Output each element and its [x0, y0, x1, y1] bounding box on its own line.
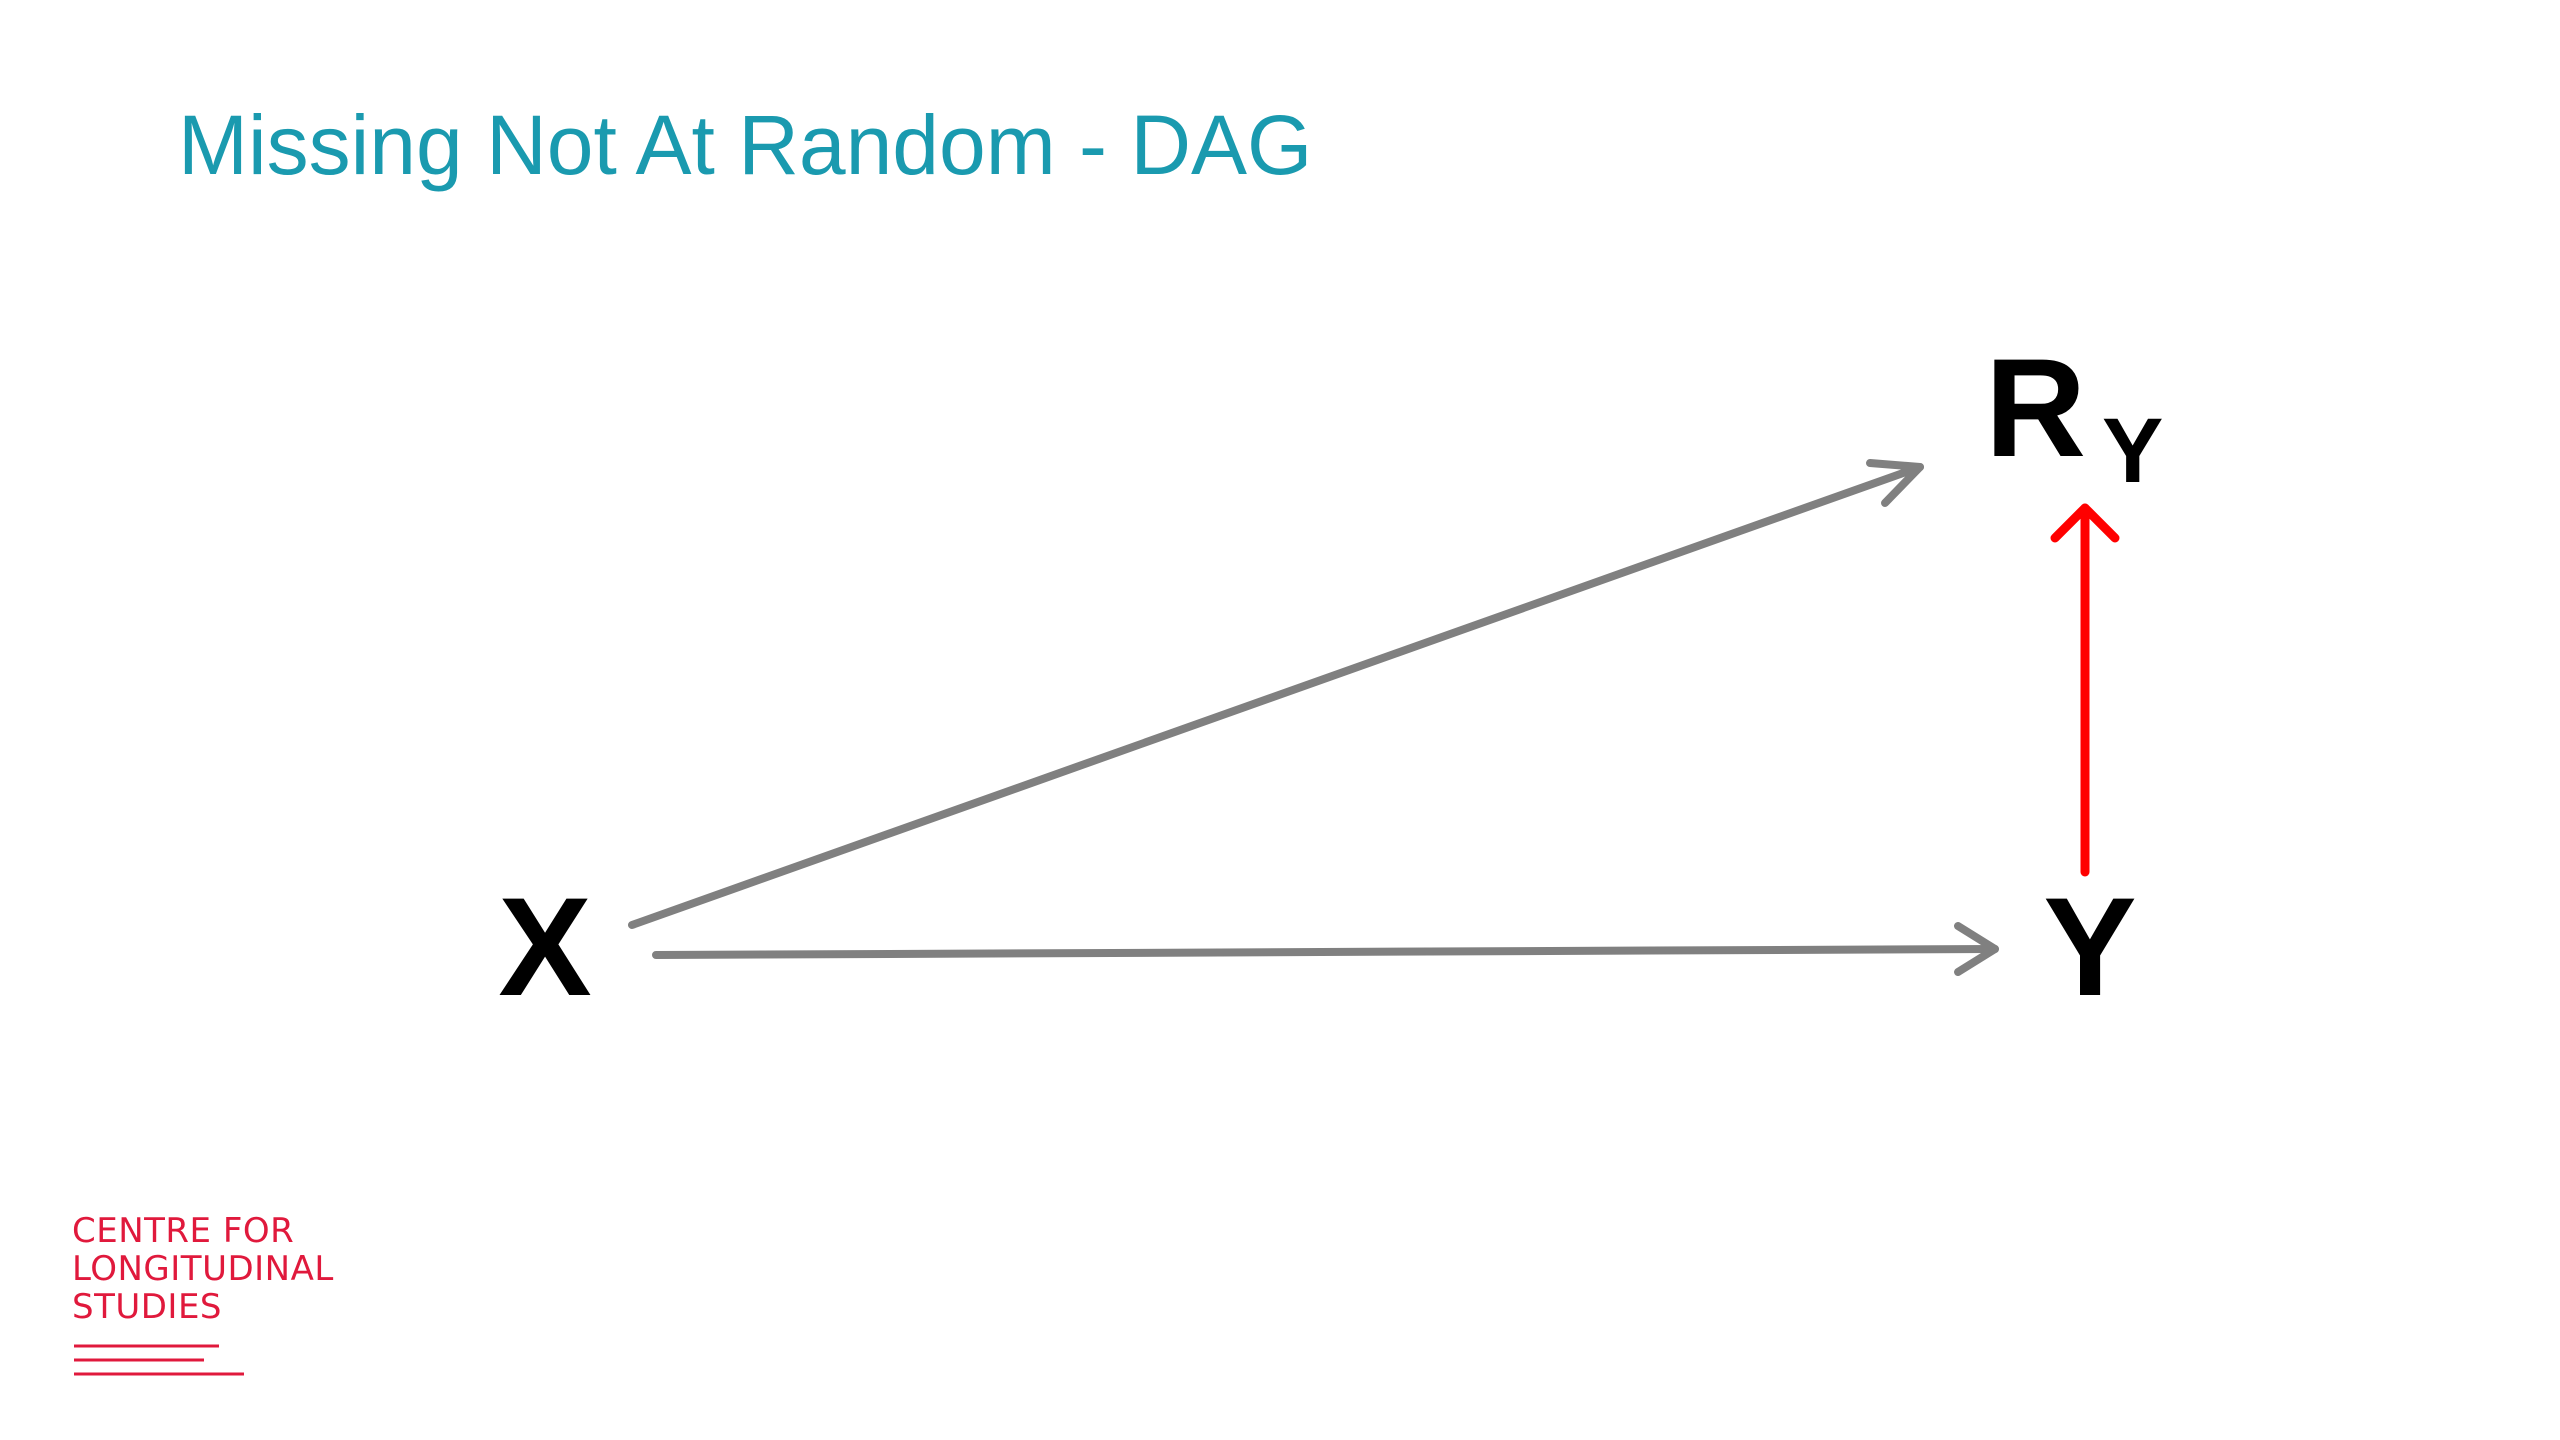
edge-x-to-ry	[632, 463, 1920, 925]
logo-rules-icon	[74, 1340, 324, 1380]
node-ry-label: R	[1985, 329, 2086, 486]
node-y-label: Y	[2043, 868, 2136, 1025]
node-x-label: X	[498, 868, 591, 1025]
logo-line-2: LONGITUDINAL	[72, 1250, 372, 1288]
edge-y-to-ry	[2055, 508, 2115, 872]
logo-line-3: STUDIES	[72, 1288, 372, 1326]
edge-x-to-y	[656, 926, 1995, 972]
logo-line-1: CENTRE FOR	[72, 1212, 372, 1250]
node-ry-subscript: Y	[2102, 400, 2163, 502]
logo-wordmark: CENTRE FOR LONGITUDINAL STUDIES	[72, 1212, 372, 1326]
clos-logo: CENTRE FOR LONGITUDINAL STUDIES	[72, 1212, 372, 1392]
